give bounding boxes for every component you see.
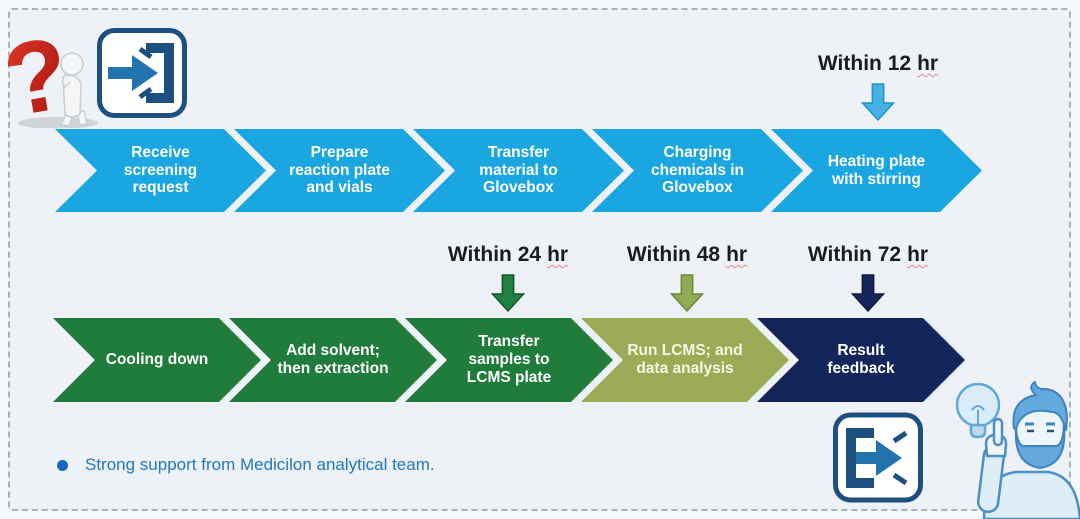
timer-unit: hr bbox=[907, 243, 929, 266]
process-row-bottom: Cooling down Add solvent; then extractio… bbox=[53, 318, 965, 402]
timer-unit: hr bbox=[547, 243, 569, 266]
flow-step-label: Cooling down bbox=[105, 351, 209, 369]
flow-step-label: Receive screening request bbox=[123, 143, 198, 197]
bullet-dot bbox=[57, 459, 68, 471]
logout-exit-icon bbox=[833, 412, 923, 503]
down-arrow-icon bbox=[491, 274, 525, 312]
flow-step-label: Run LCMS; and data analysis bbox=[627, 342, 743, 377]
flow-step-label: Result feedback bbox=[827, 342, 895, 377]
footer-text: Strong support from Medicilon analytical… bbox=[85, 455, 435, 474]
timer-text: Within 12 bbox=[817, 52, 912, 75]
timer-text: Within 24 bbox=[447, 243, 542, 266]
flow-step-label: Transfer samples to LCMS plate bbox=[466, 333, 552, 386]
lightbulb-icon bbox=[955, 382, 1001, 439]
down-arrow-icon bbox=[670, 274, 704, 312]
process-row-top: Receive screening request Prepare reacti… bbox=[55, 129, 982, 212]
login-enter-icon bbox=[97, 28, 187, 118]
footer-note: Strong support from Medicilon analytical… bbox=[57, 455, 435, 475]
idea-man-illustration bbox=[955, 381, 1080, 519]
down-arrow-icon bbox=[851, 274, 885, 312]
timer-unit: hr bbox=[726, 243, 748, 266]
flow-step-label: Prepare reaction plate and vials bbox=[289, 143, 390, 197]
flow-step-label: Heating plate with stirring bbox=[827, 152, 926, 188]
flow-step-label: Transfer material to Glovebox bbox=[479, 143, 558, 197]
flow-step-label: Charging chemicals in Glovebox bbox=[650, 143, 745, 197]
flow-step-label: Add solvent; then extraction bbox=[277, 342, 389, 377]
timer-text: Within 72 bbox=[807, 243, 902, 266]
flow-step: Cooling down bbox=[53, 318, 261, 402]
down-arrow-icon bbox=[861, 83, 895, 121]
flow-step: Receive screening request bbox=[55, 129, 266, 212]
timer-text: Within 48 bbox=[626, 243, 721, 266]
question-mark-icon: ? bbox=[6, 24, 98, 128]
timer-unit: hr bbox=[917, 52, 939, 75]
